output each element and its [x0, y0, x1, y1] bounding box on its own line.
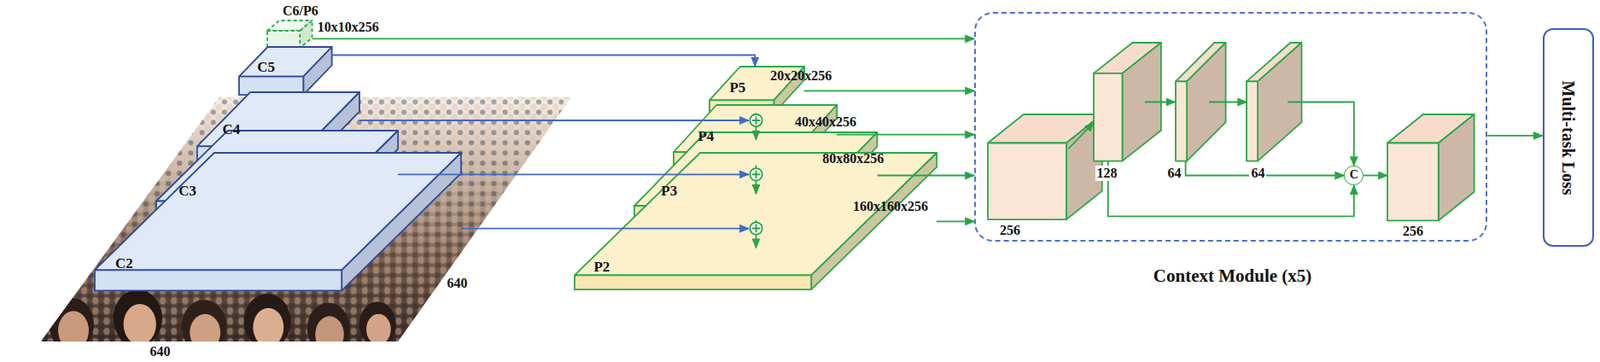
- dimension-label: 40x40x256: [794, 114, 857, 130]
- photo-face: [315, 315, 344, 353]
- connector-arrow: [877, 175, 976, 177]
- prism-front: [1246, 81, 1258, 162]
- connector-arrow: [1487, 134, 1543, 137]
- prism-side: [811, 152, 937, 290]
- label-anchor: 160x160x256: [0, 0, 76, 16]
- photo-face: [472, 245, 487, 264]
- channel-count: 256: [998, 222, 1022, 239]
- label-anchor: 80x80x256: [0, 0, 62, 16]
- feature-block: 256: [1387, 114, 1475, 221]
- connector-arrow: [1208, 101, 1247, 104]
- photo-hair: [181, 299, 228, 353]
- prism-front: [574, 275, 812, 291]
- channel-count: 64: [1165, 165, 1183, 182]
- photo-hair: [113, 289, 163, 347]
- level-name: P4: [697, 128, 714, 146]
- stage-name: C3: [178, 182, 197, 200]
- sum-symbol: [749, 114, 762, 127]
- photo-face: [123, 303, 157, 345]
- dimension-label: 640: [446, 275, 468, 292]
- connector-arrow: [397, 173, 749, 176]
- prism-shape: [987, 114, 1103, 220]
- connector-arrow: [312, 38, 975, 41]
- prism-front: [1093, 73, 1123, 162]
- connector-arrow: [1185, 161, 1345, 176]
- photo-face: [503, 195, 516, 212]
- label-anchor: 40x40x256: [0, 0, 62, 16]
- prism-front: [1175, 81, 1187, 162]
- sum-symbol: [749, 221, 762, 234]
- feature-map: C6/P6: [267, 20, 313, 48]
- feature-map-name: C6/P6: [282, 3, 319, 19]
- prism-side: [303, 46, 332, 95]
- concat-symbol: C: [1349, 168, 1359, 182]
- label-anchor: 10x10x256: [0, 0, 62, 16]
- context-module: Context Module (x5)2561286464C256: [974, 11, 1488, 242]
- loss-box: Multi-task Loss: [1542, 28, 1595, 247]
- channel-count: 64: [1249, 165, 1267, 182]
- connector-arrow: [359, 119, 749, 122]
- connector-arrow: [936, 220, 975, 222]
- concat-circle: C: [1343, 165, 1364, 186]
- connector-arrow: [804, 90, 976, 93]
- level-name: P2: [593, 258, 610, 276]
- prism-front: [1387, 142, 1439, 221]
- prism-side: [299, 20, 312, 48]
- prism-front: [267, 30, 300, 48]
- feature-block: 256: [987, 114, 1103, 220]
- photo-hair: [307, 303, 351, 355]
- label-anchor: 640: [0, 0, 21, 16]
- prism-shape: [267, 20, 313, 48]
- prism-front: [987, 142, 1067, 220]
- connector-arrow: [1363, 175, 1388, 177]
- dimension-label: 80x80x256: [822, 151, 884, 167]
- connector-arrow: [1144, 101, 1176, 104]
- prism-side: [1438, 114, 1475, 221]
- photo-face: [58, 310, 89, 350]
- photo-face: [252, 308, 284, 347]
- connector-arrow: [331, 55, 755, 67]
- dimension-label: 160x160x256: [852, 198, 929, 215]
- connector-arrow: [1108, 161, 1355, 217]
- backbone-stage: C5: [239, 46, 333, 95]
- dimension-label: 10x10x256: [317, 19, 380, 36]
- stage-name: C2: [115, 255, 134, 273]
- dimension-label: 640: [150, 344, 171, 360]
- module-title: Context Module (x5): [1153, 265, 1312, 287]
- stage-name: C4: [222, 121, 241, 139]
- loss-name: Multi-task Loss: [1558, 80, 1578, 195]
- photo-hair: [48, 297, 94, 351]
- prism-shape: [239, 46, 333, 95]
- photo-face: [366, 314, 392, 345]
- photo-face: [530, 145, 541, 161]
- level-name: P5: [729, 79, 746, 97]
- connector-arrow: [461, 227, 749, 230]
- connector-arrow: [1068, 122, 1094, 149]
- photo-hair: [359, 302, 397, 348]
- connector-arrow: [1287, 102, 1355, 167]
- prism-front: [94, 270, 342, 292]
- channel-count: 128: [1095, 165, 1120, 182]
- connector-arrow: [836, 134, 975, 136]
- photo-face: [189, 314, 221, 351]
- level-name: P3: [660, 182, 678, 200]
- label-anchor: 20x20x256: [0, 0, 62, 16]
- channel-count: 256: [1401, 223, 1425, 240]
- label-anchor: 640: [0, 0, 21, 16]
- prism-shape: [1387, 114, 1475, 221]
- sum-symbol: [749, 168, 762, 181]
- dimension-label: 20x20x256: [770, 68, 832, 84]
- stage-name: C5: [256, 58, 275, 76]
- photo-faces: [48, 145, 541, 355]
- photo-hair: [244, 293, 292, 349]
